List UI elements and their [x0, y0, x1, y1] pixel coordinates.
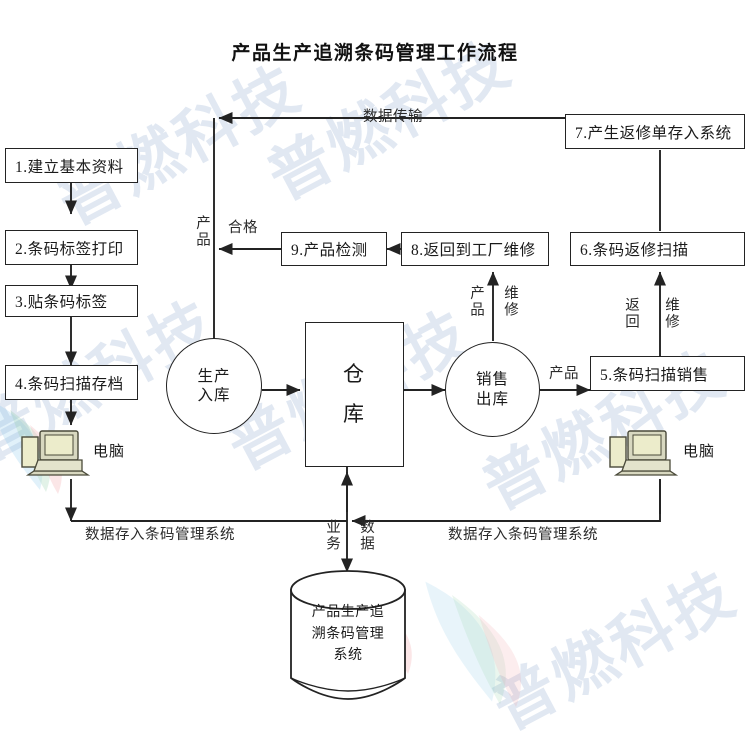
node-sales-out-line2: 出库: [475, 390, 509, 408]
node-sales-out-line1: 销售: [475, 371, 509, 389]
edge-label-repair: 维修: [663, 297, 679, 330]
node-step-7[interactable]: 7.产生返修单存入系统: [565, 114, 745, 149]
node-step-8-label: 8.返回到工厂维修: [411, 242, 536, 259]
node-step-3[interactable]: 3.贴条码标签: [5, 285, 138, 317]
node-warehouse-line2: 库: [343, 401, 366, 426]
node-step-8[interactable]: 8.返回到工厂维修: [401, 232, 549, 266]
node-step-1[interactable]: 1.建立基本资料: [5, 148, 138, 183]
node-step-2-label: 2.条码标签打印: [15, 240, 124, 258]
edge-label-product-repair-a: 产品: [468, 285, 484, 318]
edge-label-business: 业务: [324, 519, 340, 552]
node-production-in[interactable]: 生产 入库: [166, 338, 262, 434]
node-step-5[interactable]: 5.条码扫描销售: [590, 356, 745, 391]
node-production-in-line2: 入库: [197, 387, 231, 404]
node-step-7-label: 7.产生返修单存入系统: [575, 124, 732, 142]
edge-label-store-right: 数据存入条码管理系统: [448, 527, 598, 543]
computer-icon: [609, 430, 678, 476]
edge-label-return: 返回: [623, 297, 639, 330]
node-sales-out[interactable]: 销售 出库: [445, 342, 540, 437]
edge-label-product-repair-b: 维修: [502, 285, 518, 318]
node-step-9-label: 9.产品检测: [291, 242, 368, 259]
computer-icon: [21, 430, 90, 476]
node-step-3-label: 3.贴条码标签: [15, 294, 108, 311]
node-database-line3: 系统: [333, 648, 363, 664]
node-step-6[interactable]: 6.条码返修扫描: [570, 232, 745, 266]
node-step-1-label: 1.建立基本资料: [15, 158, 124, 176]
edge-label-product-left: 产品: [194, 215, 210, 248]
node-database[interactable]: 产品生产追 溯条码管理 系统: [288, 568, 408, 703]
node-step-4[interactable]: 4.条码扫描存档: [5, 365, 138, 400]
node-database-label: 产品生产追 溯条码管理 系统: [288, 602, 408, 667]
node-step-5-label: 5.条码扫描销售: [600, 366, 709, 384]
node-production-in-line1: 生产: [197, 367, 231, 385]
computer-right-label: 电脑: [683, 444, 716, 460]
node-step-2[interactable]: 2.条码标签打印: [5, 230, 138, 265]
edge-label-data-transfer: 数据传输: [363, 109, 423, 125]
node-warehouse-line1: 仓: [343, 361, 366, 386]
node-database-line1: 产品生产追: [311, 605, 385, 620]
node-step-9[interactable]: 9.产品检测: [281, 232, 387, 266]
edge-label-product-sale: 产品: [549, 366, 579, 382]
node-step-6-label: 6.条码返修扫描: [580, 242, 689, 259]
page-title: 产品生产追溯条码管理工作流程: [231, 43, 519, 64]
edge-label-store-left: 数据存入条码管理系统: [85, 527, 235, 543]
computer-left-label: 电脑: [93, 444, 126, 460]
node-database-line2: 溯条码管理: [311, 626, 385, 642]
edge-label-qualified: 合格: [228, 220, 258, 236]
node-warehouse[interactable]: 仓 库: [305, 322, 404, 467]
edge-label-data: 数据: [358, 519, 374, 552]
node-step-4-label: 4.条码扫描存档: [15, 375, 124, 393]
